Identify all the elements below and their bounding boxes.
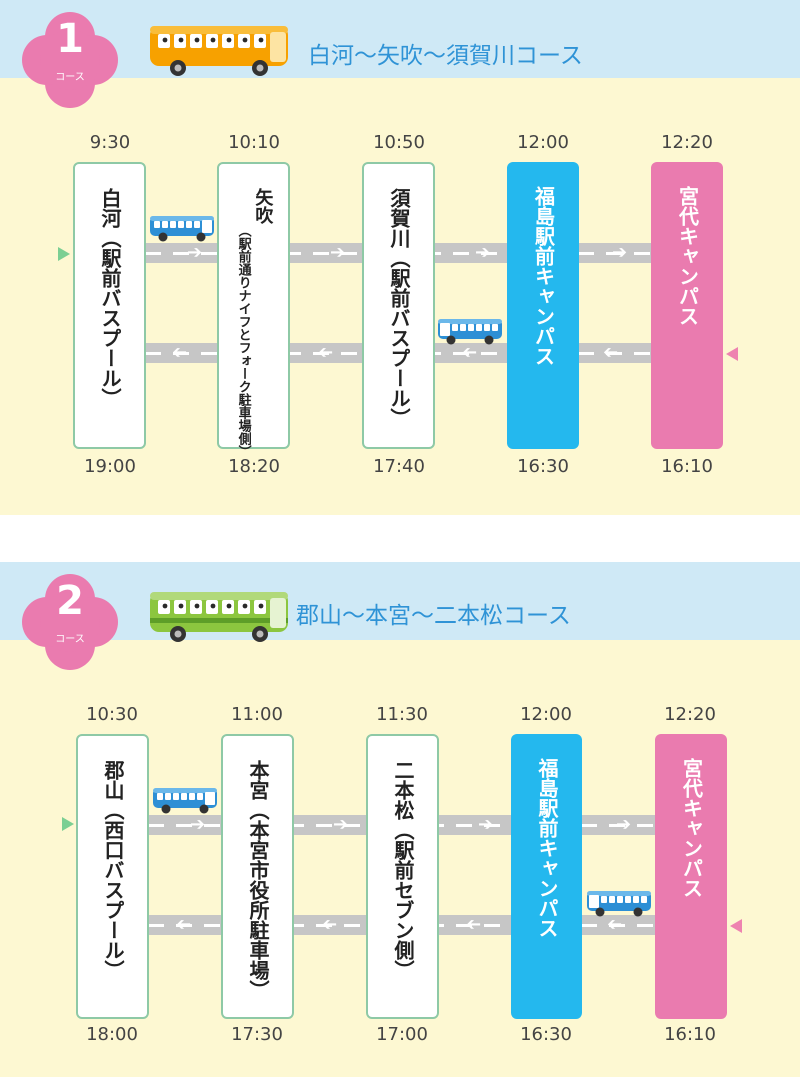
departure-time: 10:30	[86, 704, 138, 725]
arrow-left-icon: ➔	[176, 914, 192, 935]
course-badge: 1 コース	[20, 10, 120, 110]
arrow-right-icon: ➔	[475, 242, 491, 263]
stop-sukagawa: 須賀川（駅前バスプール）	[362, 162, 435, 449]
departure-time: 11:00	[231, 704, 283, 725]
stop-motomiya: 本宮（本宮市役所駐車場）	[221, 734, 294, 1019]
arrow-right-icon: ➔	[478, 814, 494, 835]
arrow-right-icon: ➔	[612, 242, 628, 263]
stop-nihonmatsu: 二本松（駅前セブン側）	[366, 734, 439, 1019]
stop-location: （駅前通りナイフとフォーク駐車場側）	[235, 224, 251, 458]
stop-location: （駅前セブン側）	[391, 820, 415, 980]
return-time: 17:30	[231, 1024, 283, 1045]
return-road	[578, 343, 653, 363]
departure-time: 10:10	[228, 132, 280, 153]
stop-name: 宮代キャンパス	[679, 758, 704, 898]
course-1: 1 コース 白河〜矢吹〜須賀川コース ➔ ➔ ➔ ➔ ➔ ➔	[0, 0, 800, 515]
course-number: 1	[56, 16, 84, 62]
arrow-right-icon: ➔	[187, 242, 203, 263]
course-title: 郡山〜本宮〜二本松コース	[296, 603, 571, 629]
departure-time: 9:30	[89, 132, 131, 153]
bus-return-icon	[438, 319, 502, 345]
stop-miyashiro-campus: 宮代キャンパス	[655, 734, 727, 1019]
course-label: コース	[55, 634, 85, 645]
flower-badge-icon	[22, 12, 118, 108]
arrow-right-icon: ➔	[330, 242, 346, 263]
return-time: 18:00	[86, 1024, 138, 1045]
bus-outbound-icon	[150, 216, 214, 242]
departure-time: 12:20	[664, 704, 716, 725]
departure-time: 12:00	[520, 704, 572, 725]
arrow-left-icon: ➔	[318, 342, 334, 363]
bus-outbound-icon	[153, 788, 217, 814]
stop-shirakawa: 白河（駅前バスプール）	[73, 162, 146, 449]
course-number: 2	[56, 578, 84, 624]
arrow-left-icon: ➔	[603, 342, 619, 363]
flower-badge-icon	[22, 574, 118, 670]
course-title: 白河〜矢吹〜須賀川コース	[308, 43, 583, 69]
outbound-road	[578, 243, 653, 263]
stop-location: （駅前バスプール）	[98, 228, 122, 408]
arrow-left-icon: ➔	[466, 914, 482, 935]
stop-fukushima-ekimae-campus: 福島駅前キャンパス	[507, 162, 579, 449]
stop-location: （西口バスプール）	[101, 800, 125, 980]
return-time: 16:10	[664, 1024, 716, 1045]
start-marker-icon	[62, 817, 74, 831]
return-time: 18:20	[228, 456, 280, 477]
return-time: 17:00	[376, 1024, 428, 1045]
return-time: 16:30	[520, 1024, 572, 1045]
departure-time: 12:00	[517, 132, 569, 153]
return-road	[581, 915, 657, 935]
green-bus-icon	[150, 592, 288, 642]
departure-time: 11:30	[376, 704, 428, 725]
stop-yabuki: （駅前通りナイフとフォーク駐車場側） 矢吹	[217, 162, 290, 458]
stop-name: 矢吹	[252, 188, 274, 224]
course-header-band	[0, 0, 800, 78]
return-time: 17:40	[373, 456, 425, 477]
departure-time: 10:50	[373, 132, 425, 153]
stop-miyashiro-campus: 宮代キャンパス	[651, 162, 723, 449]
stop-name: 宮代キャンパス	[675, 186, 700, 326]
course-label: コース	[55, 72, 85, 83]
stop-fukushima-ekimae-campus: 福島駅前キャンパス	[511, 734, 582, 1019]
return-time: 16:10	[661, 456, 713, 477]
departure-time: 12:20	[661, 132, 713, 153]
stop-name: 須賀川	[387, 188, 411, 248]
course-header-band	[0, 562, 800, 640]
stop-name: 福島駅前キャンパス	[531, 186, 556, 366]
arrow-left-icon: ➔	[322, 914, 338, 935]
start-marker-icon	[58, 247, 70, 261]
return-time: 19:00	[84, 456, 136, 477]
bus-return-icon	[587, 891, 651, 917]
arrow-right-icon: ➔	[190, 814, 206, 835]
end-marker-icon	[726, 347, 738, 361]
return-time: 16:30	[517, 456, 569, 477]
arrow-left-icon: ➔	[172, 342, 188, 363]
end-marker-icon	[730, 919, 742, 933]
stop-name: 本宮	[246, 760, 270, 800]
outbound-road	[581, 815, 657, 835]
stop-location: （駅前バスプール）	[387, 248, 411, 428]
stop-name: 二本松	[391, 760, 415, 820]
arrow-right-icon: ➔	[616, 814, 632, 835]
orange-bus-icon	[150, 26, 288, 76]
stop-koriyama: 郡山（西口バスプール）	[76, 734, 149, 1019]
stop-name: 福島駅前キャンパス	[535, 758, 559, 938]
course-2: 2 コース 郡山〜本宮〜二本松コース ➔ ➔ ➔ ➔	[0, 562, 800, 1077]
stop-location: （本宮市役所駐車場）	[246, 800, 270, 1000]
stop-name: 白河	[98, 188, 122, 228]
arrow-right-icon: ➔	[333, 814, 349, 835]
course-badge: 2 コース	[20, 572, 120, 672]
stop-name: 郡山	[101, 760, 125, 800]
